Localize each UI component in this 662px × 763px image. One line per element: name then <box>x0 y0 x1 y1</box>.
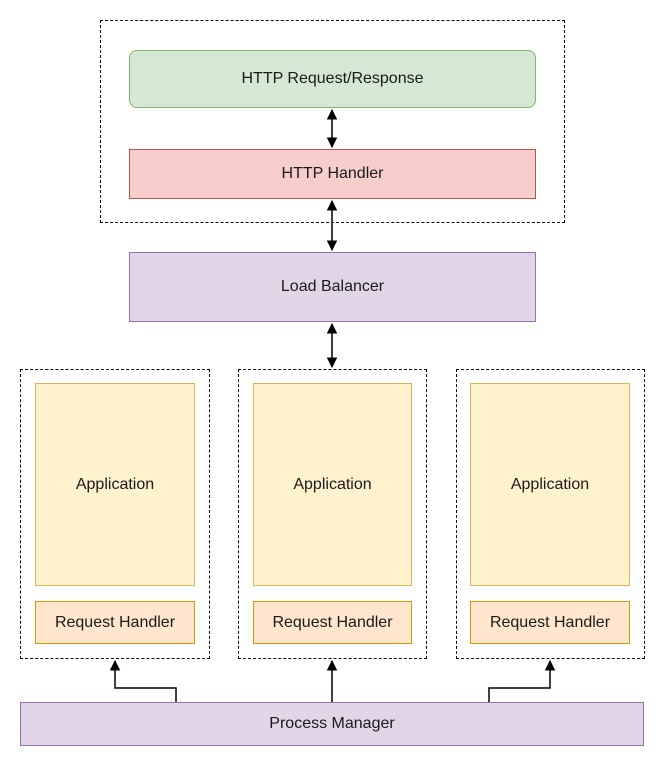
http-request-response-node: HTTP Request/Response <box>129 50 536 108</box>
worker-group-2 <box>238 369 427 659</box>
arrow-manager-to-worker-3 <box>488 659 556 702</box>
request-handler-node-2: Request Handler <box>253 601 412 644</box>
application-node-1: Application <box>35 383 195 586</box>
request-handler-label: Request Handler <box>272 613 393 631</box>
application-node-2: Application <box>253 383 412 586</box>
load-balancer-label: Load Balancer <box>280 278 385 295</box>
http-request-response-label: HTTP Request/Response <box>241 70 424 87</box>
process-manager-node: Process Manager <box>20 702 644 746</box>
request-handler-node-1: Request Handler <box>35 601 195 644</box>
request-handler-label: Request Handler <box>54 613 176 631</box>
application-label: Application <box>75 475 155 493</box>
request-handler-node-3: Request Handler <box>470 601 630 644</box>
worker-group-1 <box>20 369 210 659</box>
request-handler-label: Request Handler <box>489 613 611 631</box>
process-manager-label: Process Manager <box>269 715 395 732</box>
arrow-manager-to-worker-1 <box>109 659 177 702</box>
application-label: Application <box>510 475 590 493</box>
http-handler-label: HTTP Handler <box>281 165 384 182</box>
http-handler-node: HTTP Handler <box>129 149 536 199</box>
application-node-3: Application <box>470 383 630 586</box>
worker-group-3 <box>456 369 645 659</box>
load-balancer-node: Load Balancer <box>129 252 536 322</box>
application-label: Application <box>293 475 372 493</box>
